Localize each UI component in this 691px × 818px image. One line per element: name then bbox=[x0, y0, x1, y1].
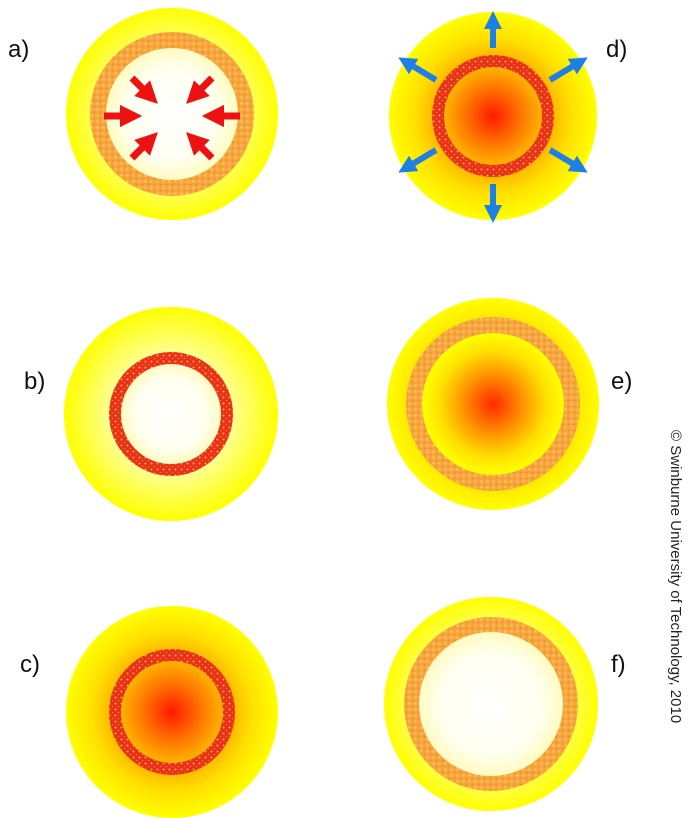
panel-b-label: b) bbox=[24, 368, 46, 395]
panel-c-label: c) bbox=[20, 651, 40, 678]
panel-a-label: a) bbox=[8, 36, 30, 63]
panel-d-star bbox=[389, 11, 597, 223]
arrow-out-sw bbox=[398, 147, 438, 173]
panel-d-outward-arrows bbox=[398, 11, 588, 223]
panel-d-label: d) bbox=[606, 36, 628, 63]
panel-b-core bbox=[121, 364, 221, 464]
arrow-in-sw bbox=[129, 132, 158, 161]
copyright-credit: © Swinburne University of Technology, 20… bbox=[667, 430, 684, 724]
arrow-in-nw bbox=[129, 75, 158, 104]
panel-f-core bbox=[419, 632, 563, 776]
panel-f-star bbox=[384, 597, 598, 811]
panel-c-core bbox=[121, 661, 223, 763]
arrow-out-se bbox=[548, 147, 588, 173]
panel-d-core bbox=[444, 67, 542, 165]
arrow-in-ne bbox=[186, 75, 215, 104]
panel-e-core bbox=[422, 333, 564, 475]
panel-e-star bbox=[387, 298, 599, 510]
panel-f-label: f) bbox=[611, 651, 626, 678]
panel-b-star bbox=[64, 307, 278, 521]
arrow-in-se bbox=[186, 132, 215, 161]
panel-c-star bbox=[66, 606, 278, 818]
panel-a-inward-arrows bbox=[104, 75, 240, 161]
arrow-out-ne bbox=[548, 57, 588, 83]
arrow-out-nw bbox=[398, 57, 438, 83]
panel-e-label: e) bbox=[611, 368, 633, 395]
panel-a-star bbox=[66, 8, 278, 220]
